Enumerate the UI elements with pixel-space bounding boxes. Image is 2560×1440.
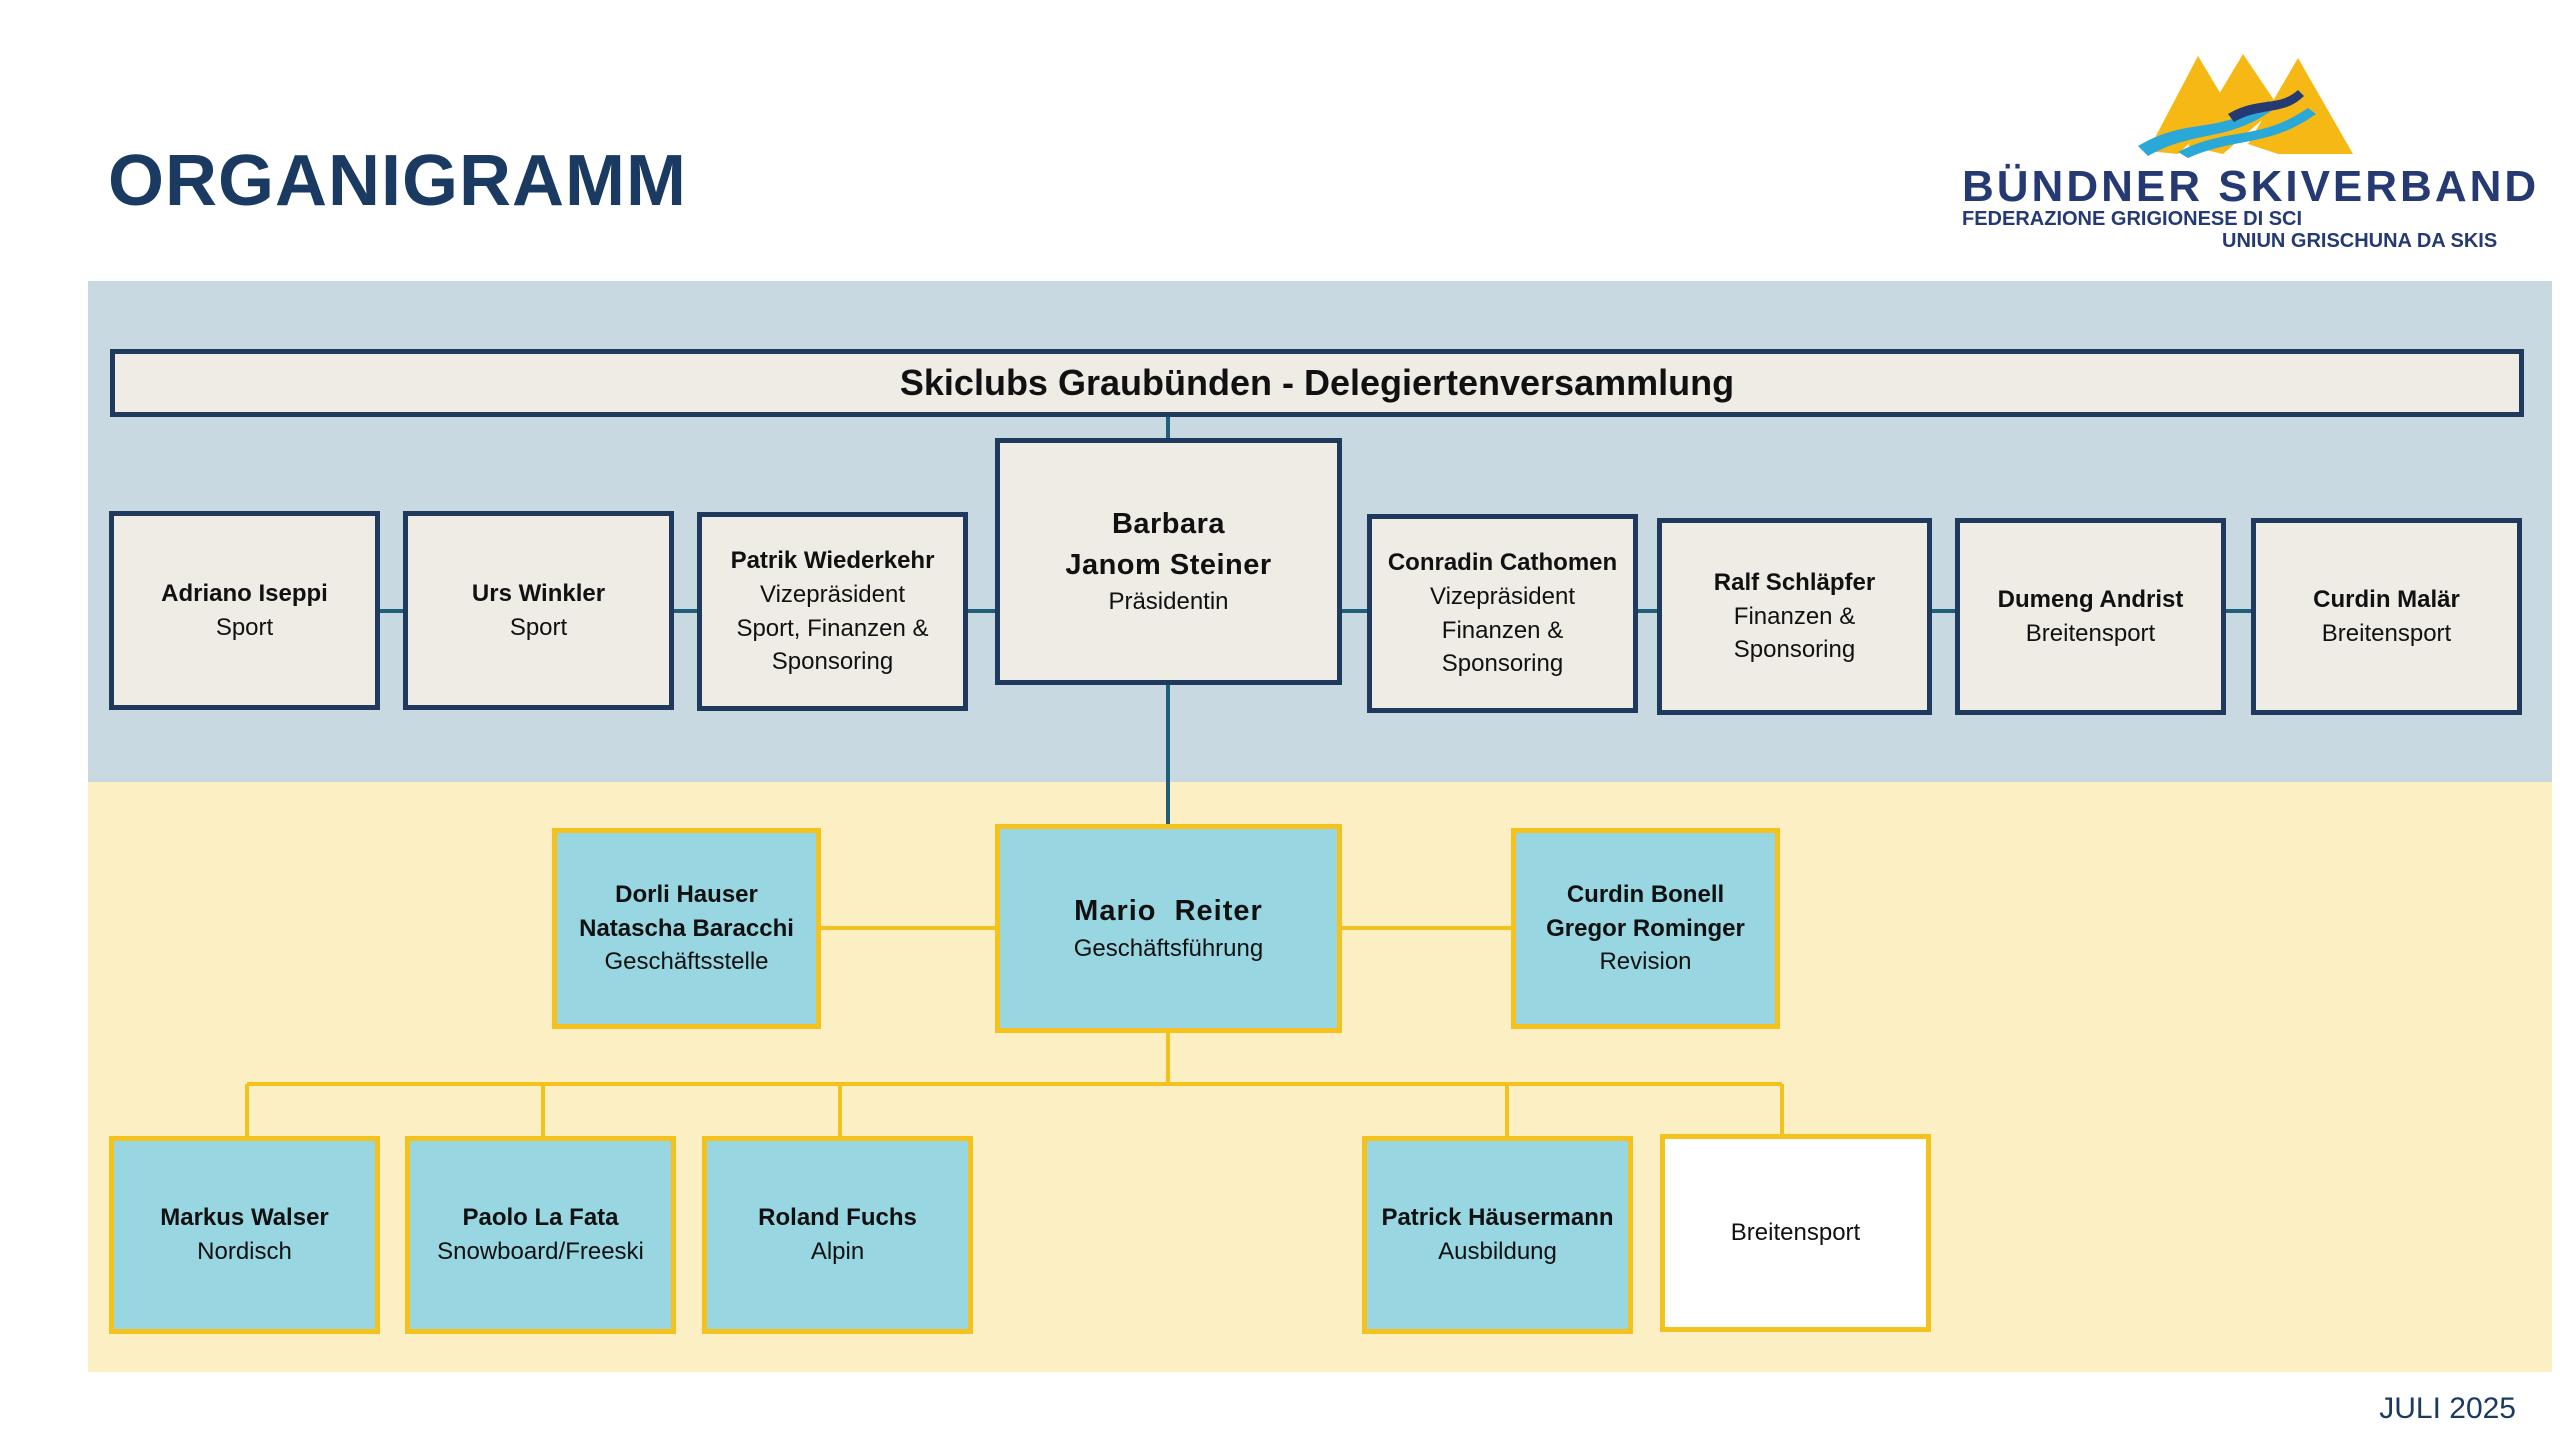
logo-subtitle-italian: FEDERAZIONE GRIGIONESE DI SCI (1962, 208, 2303, 230)
office-connectors (245, 926, 1784, 1138)
board-member-box: Conradin Cathomen Vizepräsident Finanzen… (1367, 514, 1638, 713)
revision-role: Revision (1599, 948, 1692, 976)
logo-mountain-left (2148, 56, 2228, 154)
board-member-box: Curdin Malär Breitensport (2251, 518, 2522, 715)
staff-name: Paolo La Fata (462, 1204, 619, 1232)
logo-main-text: BÜNDNER SKIVERBAND (1962, 162, 2540, 211)
president-box: Barbara Janom Steiner Präsidentin (995, 438, 1342, 685)
mountain-logo-icon (2138, 54, 2353, 158)
board-member-box: Adriano Iseppi Sport (109, 511, 380, 710)
breitensport-box: Breitensport (1660, 1134, 1931, 1332)
board-member-box: Dumeng Andrist Breitensport (1955, 518, 2226, 715)
ceo-role: Geschäftsführung (1073, 935, 1264, 962)
board-member-name: Conradin Cathomen (1387, 549, 1618, 577)
board-member-role: Breitensport (2321, 619, 2452, 647)
board-member-name: Ralf Schläpfer (1713, 569, 1876, 597)
board-member-name: Adriano Iseppi (161, 579, 328, 607)
board-member-role: Sport, Finanzen & (736, 614, 929, 642)
board-member-box: Ralf Schläpfer Finanzen & Sponsoring (1657, 518, 1932, 715)
staff-role: Ausbildung (1438, 1238, 1557, 1265)
staff-box: Patrick Häusermann Ausbildung (1362, 1136, 1633, 1334)
board-connectors (378, 417, 2253, 824)
board-member-role: Vizepräsident (1430, 582, 1575, 610)
staff-box: Roland Fuchs Alpin (702, 1136, 973, 1334)
date-footer: JULI 2025 (2379, 1392, 2516, 1425)
staff-box: Paolo La Fata Snowboard/Freeski (405, 1136, 676, 1334)
staff-name: Markus Walser (160, 1204, 329, 1232)
staff-role: Alpin (810, 1238, 865, 1265)
president-role: Präsidentin (1108, 588, 1229, 616)
revision-name-line1: Curdin Bonell (1566, 881, 1725, 909)
logo-subtitle-romansh: UNIUN GRISCHUNA DA SKIS (2222, 230, 2498, 252)
staff-name: Patrick Häusermann (1381, 1204, 1614, 1232)
board-member-name: Dumeng Andrist (1997, 585, 2184, 613)
breitensport-label: Breitensport (1730, 1219, 1861, 1247)
president-name-line1: Barbara (1111, 508, 1226, 541)
board-member-box: Patrik Wiederkehr Vizepräsident Sport, F… (697, 512, 968, 711)
logo-wave-3 (2228, 90, 2304, 122)
revision-box: Curdin Bonell Gregor Rominger Revision (1511, 828, 1780, 1029)
board-member-role: Finanzen & (1441, 616, 1564, 644)
office-name-line2: Natascha Baracchi (579, 914, 794, 942)
office-role: Geschäftsstelle (604, 948, 769, 976)
page-title: ORGANIGRAMM (108, 141, 687, 221)
staff-role: Snowboard/Freeski (437, 1238, 644, 1265)
board-member-role: Finanzen & (1733, 602, 1856, 630)
office-box: Dorli Hauser Natascha Baracchi Geschäfts… (552, 828, 821, 1029)
board-member-role: Sponsoring (771, 648, 894, 676)
board-member-role: Sponsoring (1733, 636, 1856, 664)
delegates-assembly-box: Skiclubs Graubünden - Delegiertenversamm… (110, 349, 2524, 417)
board-member-name: Urs Winkler (471, 579, 606, 607)
board-member-name: Patrik Wiederkehr (730, 547, 935, 575)
board-member-role: Breitensport (2025, 619, 2156, 647)
staff-role: Nordisch (197, 1238, 292, 1265)
logo-wave-1 (2138, 101, 2278, 156)
president-name-line2: Janom Steiner (1065, 548, 1272, 581)
board-member-role: Vizepräsident (760, 580, 905, 608)
board-member-name: Curdin Malär (2313, 585, 2460, 613)
board-member-role: Sport (215, 613, 274, 641)
ceo-name: Mario Reiter (1074, 895, 1263, 928)
revision-name-line2: Gregor Rominger (1546, 914, 1745, 942)
ceo-box: Mario Reiter Geschäftsführung (995, 824, 1342, 1033)
logo-wave-2 (2178, 108, 2316, 158)
board-member-role: Sport (509, 613, 568, 641)
staff-name: Roland Fuchs (758, 1204, 917, 1232)
staff-box: Markus Walser Nordisch (109, 1136, 380, 1334)
board-member-box: Urs Winkler Sport (403, 511, 674, 710)
board-member-role: Sponsoring (1441, 650, 1564, 678)
office-name-line1: Dorli Hauser (615, 881, 758, 909)
